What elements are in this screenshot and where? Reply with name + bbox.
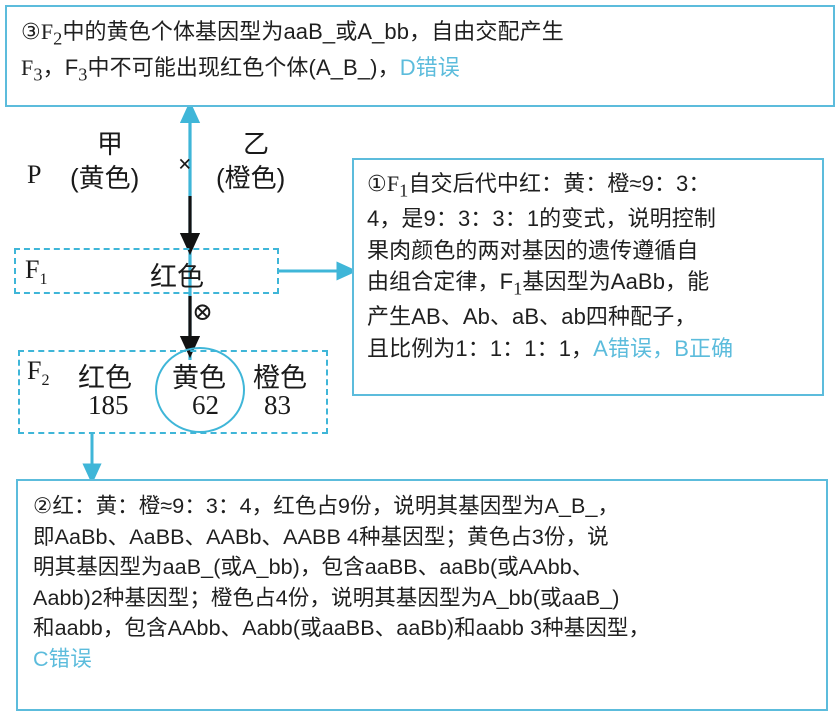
explanation-panel-one: ①F1自交后代中红：黄：橙≈9：3： 4，是9：3：3：1的变式，说明控制 果肉…	[352, 158, 824, 396]
f2-class-red-count: 185	[88, 390, 129, 420]
panel-two-line3: 明其基因型为aaB_(或A_bb)，包含aaBB、aaBb(或AAbb、	[33, 555, 594, 580]
panel-three-line1-a: F	[40, 19, 54, 44]
f1-phenotype: 红色	[150, 262, 204, 292]
panel-three-conclusion: D错误	[399, 55, 460, 81]
f2-label: F2	[27, 356, 50, 390]
panel-one-line2: 4，是9：3：3：1的变式，说明控制	[367, 206, 716, 232]
f1-label: F1	[25, 255, 48, 289]
panel-three-marker: ③	[21, 19, 41, 44]
panel-one-conclusion-b: B正确	[674, 335, 734, 361]
panel-two-conclusion: C错误	[33, 646, 92, 671]
panel-two-marker: ②	[33, 494, 53, 518]
panel-one-line5: 产生AB、Ab、aB、ab四种配子，	[367, 304, 697, 330]
panel-three-line2-sub2: 3	[78, 64, 88, 85]
f2-class-orange-count: 83	[264, 390, 291, 420]
panel-one-line4-b: 基因型为AaBb，能	[522, 268, 710, 294]
f1-tag-sub: 1	[39, 271, 48, 289]
panel-one-line4-a: 由组合定律，F	[367, 268, 514, 294]
f2-generation-box	[18, 350, 328, 434]
parent-a-name: 甲	[97, 129, 124, 159]
f2-class-yellow-phenotype: 黄色	[172, 363, 226, 393]
panel-one-line1-b: 自交后代中红：黄：橙≈9：3：	[408, 171, 711, 196]
panel-three-line2-b: ，F	[42, 55, 79, 81]
panel-one-conclusion-a: A错误，	[593, 335, 675, 361]
parent-a-phenotype: (黄色)	[70, 163, 140, 193]
f2-class-red-phenotype: 红色	[78, 363, 132, 393]
panel-one-line1-sub: 1	[399, 180, 409, 201]
yellow-class-highlight-circle	[155, 347, 245, 433]
panel-one-text: ①F1自交后代中红：黄：橙≈9：3： 4，是9：3：3：1的变式，说明控制 果肉…	[367, 168, 810, 364]
panel-one-line1-a: F	[386, 171, 400, 196]
panel-three-line2-c: 中不可能出现红色个体(A_B_)，	[87, 55, 400, 81]
parent-b-phenotype: (橙色)	[216, 163, 286, 193]
f1-tag-letter: F	[25, 255, 40, 284]
panel-two-line1: 红：黄：橙≈9：3：4，红色占9份，说明其基因型为A_B_，	[52, 494, 620, 518]
selfing-symbol-icon: ⊗	[192, 299, 213, 326]
panel-one-line4-sub: 1	[513, 278, 523, 299]
f2-tag-sub: 2	[41, 372, 50, 390]
f2-class-orange-phenotype: 橙色	[253, 363, 307, 393]
f1-generation-box	[14, 248, 279, 294]
panel-two-line4: Aabb)2种基因型；橙色占4份，说明其基因型为A_bb(或aaB_)	[33, 585, 620, 610]
p-generation-label: P	[27, 160, 42, 189]
panel-two-line2: 即AaBb、AaBB、AABb、AABB 4种基因型；黄色占3份，说	[33, 524, 609, 549]
f2-class-yellow-count: 62	[192, 390, 219, 420]
panel-two-text: ②红：黄：橙≈9：3：4，红色占9份，说明其基因型为A_B_， 即AaBb、Aa…	[33, 491, 812, 674]
panel-three-line2-sub1: 3	[33, 64, 43, 85]
cross-symbol: ×	[178, 152, 192, 178]
panel-two-line5: 和aabb，包含AAbb、Aabb(或aaBB、aaBb)和aabb 3种基因型…	[33, 616, 651, 641]
f2-tag-letter: F	[27, 356, 42, 385]
explanation-panel-three: ③F2中的黄色个体基因型为aaB_或A_bb，自由交配产生 F3，F3中不可能出…	[5, 5, 835, 107]
panel-one-marker: ①	[367, 171, 387, 196]
panel-one-line6: 且比例为1：1：1：1，	[367, 335, 594, 361]
panel-one-line3: 果肉颜色的两对基因的遗传遵循自	[367, 237, 699, 263]
explanation-panel-two: ②红：黄：橙≈9：3：4，红色占9份，说明其基因型为A_B_， 即AaBb、Aa…	[16, 479, 828, 711]
panel-three-text: ③F2中的黄色个体基因型为aaB_或A_bb，自由交配产生 F3，F3中不可能出…	[21, 16, 819, 88]
parent-b-name: 乙	[243, 129, 270, 159]
panel-three-line1-sub: 2	[53, 28, 63, 49]
panel-three-line2-a: F	[21, 55, 34, 81]
panel-three-line1-b: 中的黄色个体基因型为aaB_或A_bb，自由交配产生	[62, 19, 564, 44]
